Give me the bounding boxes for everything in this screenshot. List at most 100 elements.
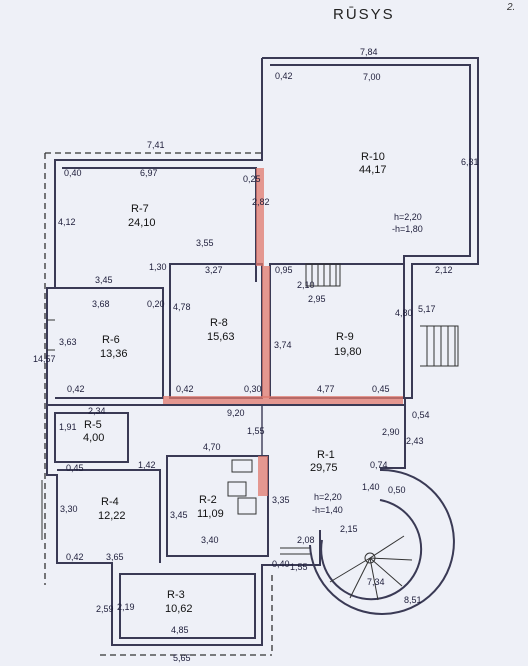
room-area: 4,00 (83, 432, 104, 444)
r6-wall (55, 287, 164, 399)
external-stair (420, 325, 459, 367)
dimension-label: 3,27 (205, 265, 223, 275)
dimension-label: 7,41 (147, 140, 165, 150)
dimension-label: 3,45 (95, 275, 113, 285)
dimension-label: 2,15 (340, 524, 358, 534)
room-area: 12,22 (98, 510, 126, 522)
dimension-label: 6,97 (140, 168, 158, 178)
room-code: R-9 (336, 331, 354, 343)
dimension-label: 0,42 (275, 71, 293, 81)
dimension-label: 0,42 (176, 384, 194, 394)
dimension-label: 0,20 (147, 299, 165, 309)
dimension-label: 5,17 (418, 304, 436, 314)
room-area: 11,09 (197, 508, 224, 520)
room-code: R-10 (361, 151, 385, 163)
dimension-label: 3,68 (92, 299, 110, 309)
dimension-label: 2,43 (406, 436, 424, 446)
dimension-label: 4,70 (203, 442, 221, 452)
r3-wall (119, 573, 256, 639)
room-code: R-8 (210, 317, 228, 329)
dimension-label: 2,12 (435, 265, 453, 275)
dimension-label: 0,40 (272, 559, 290, 569)
dimension-label: 7,84 (360, 47, 378, 57)
page-number: 2. (506, 2, 515, 13)
room-code: R-6 (102, 334, 120, 346)
dimension-label: 3,74 (274, 340, 292, 350)
room-code: R-5 (84, 419, 102, 431)
room-code: R-4 (101, 496, 119, 508)
height-label: -h=1,40 (312, 505, 343, 515)
plan-title: RŪSYS (333, 6, 395, 23)
height-label: -h=1,80 (392, 224, 423, 234)
dimension-label: 3,30 (60, 504, 78, 514)
dimension-label: 8,51 (404, 595, 422, 605)
room-area: 29,75 (310, 462, 338, 474)
room-area: 24,10 (128, 217, 156, 229)
room-area: 44,17 (359, 164, 387, 176)
room-code: R-7 (131, 203, 149, 215)
dimension-label: 0,30 (244, 384, 262, 394)
dimension-label: 3,63 (59, 337, 77, 347)
height-label: h=2,20 (394, 212, 422, 222)
room-area: 19,80 (334, 346, 362, 358)
r5-wall (54, 412, 129, 463)
window-marks (41, 319, 310, 555)
dimension-label: 7,34 (367, 577, 385, 587)
internal-stair (305, 263, 341, 287)
red-wall-segment (258, 456, 268, 496)
red-wall-segment (256, 168, 264, 266)
dimension-label: 1,91 (59, 422, 77, 432)
room-code: R-3 (167, 589, 185, 601)
red-wall-segment (163, 396, 403, 404)
r4-wall (57, 469, 161, 563)
dimension-label: 0,25 (243, 174, 261, 184)
dimension-label: 0,45 (372, 384, 390, 394)
dimension-label: 5,65 (173, 653, 191, 663)
dimension-label: 4,85 (171, 625, 189, 635)
room-code: R-1 (317, 449, 335, 461)
dimension-label: 4,80 (395, 308, 413, 318)
dimension-label: 2,08 (297, 535, 315, 545)
r2-wall (166, 455, 269, 557)
dimension-label: 4,78 (173, 302, 191, 312)
room-code: R-2 (199, 494, 217, 506)
spiral-stair (309, 468, 455, 615)
dimension-label: 3,40 (201, 535, 219, 545)
room-area: 10,62 (165, 603, 193, 615)
dimension-label: 2,59 (96, 604, 114, 614)
dimension-label: 0,42 (67, 384, 85, 394)
dimension-label: 0,95 (275, 265, 293, 275)
dimension-label: 2,95 (308, 294, 326, 304)
dimension-label: 1,42 (138, 460, 156, 470)
dimension-label: 3,55 (196, 238, 214, 248)
dimension-label: 7,00 (363, 72, 381, 82)
dimension-label: 1,30 (149, 262, 167, 272)
dimension-label: 0,42 (66, 552, 84, 562)
dimension-label: 2,90 (382, 427, 400, 437)
dimension-label: 2,34 (88, 406, 106, 416)
room-area: 15,63 (207, 331, 235, 343)
boiler-equipment (227, 459, 257, 515)
dimension-label: 0,45 (66, 463, 84, 473)
dimension-label: 1,55 (290, 562, 308, 572)
dimension-label: 1,55 (247, 426, 265, 436)
dimension-label: 0,50 (388, 485, 406, 495)
dimension-label: 9,20 (227, 408, 245, 418)
red-wall-segment (262, 266, 270, 398)
dimension-label: 2,10 (297, 280, 315, 290)
dimension-label: 3,65 (106, 552, 124, 562)
dimension-label: 0,74 (370, 460, 388, 470)
height-label: h=2,20 (314, 492, 342, 502)
dimension-label: 4,77 (317, 384, 335, 394)
dimension-label: 6,31 (461, 157, 479, 167)
dimension-label: 3,35 (272, 495, 290, 505)
dimension-label: 14,57 (33, 354, 56, 364)
dimension-label: 2,19 (117, 602, 135, 612)
dimension-label: 2,82 (252, 197, 270, 207)
dimension-label: 3,45 (170, 510, 188, 520)
room-area: 13,36 (100, 348, 128, 360)
dimension-label: 1,40 (362, 482, 380, 492)
dimension-label: 0,40 (64, 168, 82, 178)
dimension-label: 0,54 (412, 410, 430, 420)
